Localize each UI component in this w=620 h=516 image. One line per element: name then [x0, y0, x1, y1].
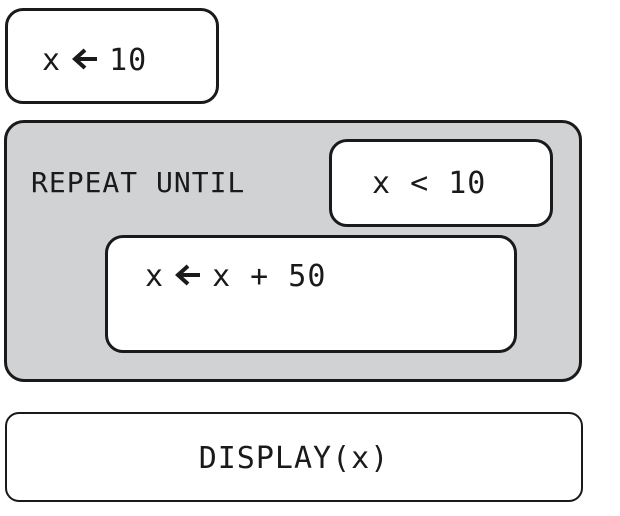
display-statement: DISPLAY(x) [198, 441, 390, 476]
assignment-variable: x [42, 43, 62, 78]
left-arrow-icon [71, 47, 99, 71]
loop-body-statement: x x + 50 [145, 262, 326, 292]
loop-body-expression: x + 50 [212, 259, 327, 294]
assignment-statement: x 10 [42, 46, 147, 76]
condition-expression: x < 10 [372, 166, 487, 201]
loop-body-block: x x + 50 [105, 235, 517, 353]
assignment-block: x 10 [5, 8, 219, 104]
assignment-value: 10 [109, 43, 148, 78]
condition-block: x < 10 [329, 139, 553, 227]
left-arrow-icon [174, 263, 202, 287]
repeat-until-block: REPEAT UNTIL x < 10 x x + 50 [4, 120, 582, 382]
repeat-until-keyword: REPEAT UNTIL [31, 166, 246, 199]
loop-body-target: x [145, 259, 165, 294]
display-block: DISPLAY(x) [5, 412, 583, 502]
